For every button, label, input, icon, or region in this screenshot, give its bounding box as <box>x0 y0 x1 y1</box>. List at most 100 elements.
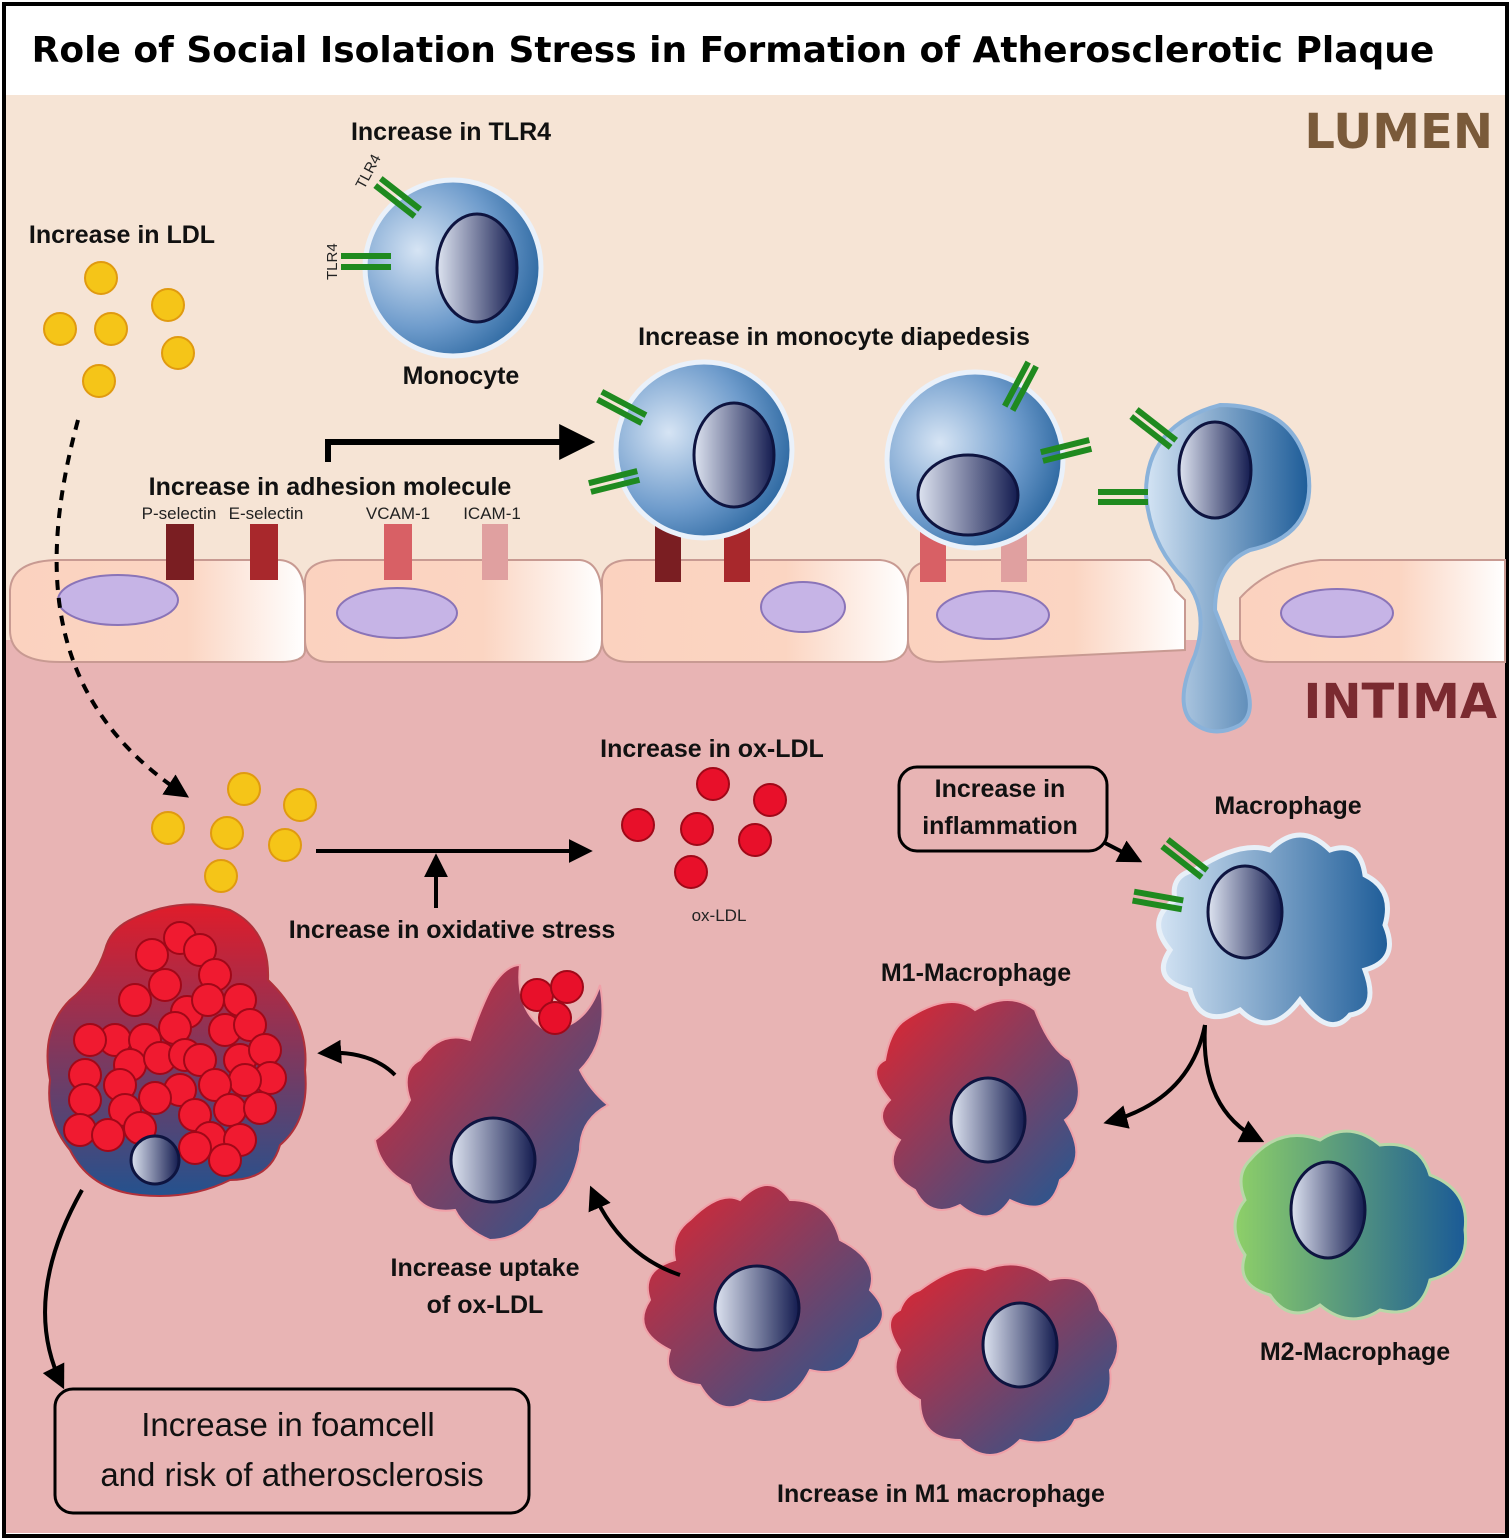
tlr4-receptor <box>1002 360 1039 412</box>
adhesion-label: Increase in adhesion molecule <box>149 473 512 501</box>
macrophage-nucleus <box>1206 864 1284 960</box>
cell-nucleus <box>760 581 846 633</box>
ldl-particle <box>82 364 116 398</box>
m1-macrophage-cell <box>875 999 1080 1218</box>
adhering-monocyte <box>884 360 1093 551</box>
lipid-droplet <box>183 933 217 967</box>
adhesion-to-diapedesis-arrow <box>325 424 596 462</box>
foam-risk-line1: Increase in foamcell <box>141 1406 434 1443</box>
ldl-particle <box>227 772 261 806</box>
cell-nucleus <box>1280 588 1394 638</box>
tlr4-receptor <box>341 264 391 270</box>
tlr4-receptor <box>588 468 641 495</box>
p-selectin-molecule <box>166 524 194 580</box>
lipid-droplet <box>138 1081 172 1115</box>
monocyte-cell <box>341 176 544 359</box>
ox-ldl-particle <box>753 783 787 817</box>
intima-ldl-particles <box>151 772 317 893</box>
lipid-droplet <box>233 1008 267 1042</box>
ox-ldl-label: ox-LDL <box>692 906 747 925</box>
transmigrating-monocyte <box>1098 402 1312 734</box>
monocyte-nucleus <box>435 212 519 324</box>
monocyte-label: Monocyte <box>403 362 520 390</box>
lipid-droplet <box>68 1083 102 1117</box>
increase-ox-ldl-label: Increase in ox-LDL <box>600 735 824 763</box>
e-selectin-molecule <box>250 524 278 580</box>
uptake-arrow <box>588 1185 681 1277</box>
lipid-droplet <box>191 983 225 1017</box>
foam-droplets <box>63 921 287 1177</box>
page-title: Role of Social Isolation Stress in Forma… <box>32 30 1435 71</box>
ldl-migration-arrow <box>54 419 190 798</box>
diapedesis-label: Increase in monocyte diapedesis <box>638 323 1030 351</box>
monocyte-nucleus <box>692 401 776 509</box>
lipid-droplet <box>213 1093 247 1127</box>
adhesion-molecules <box>166 524 1027 582</box>
lipid-droplet <box>148 968 182 1002</box>
ox-ldl-particle <box>738 823 772 857</box>
increase-ldl-label: Increase in LDL <box>29 221 215 249</box>
monocyte-nucleus <box>916 453 1020 537</box>
oxidative-stress-label: Increase in oxidative stress <box>289 916 616 944</box>
m1-increase-label: Increase in M1 macrophage <box>777 1480 1105 1508</box>
m2-macrophage-cell <box>1233 1129 1468 1321</box>
tlr4-receptor <box>1098 499 1148 505</box>
ox-ldl-particle <box>674 855 708 889</box>
ldl-particle <box>151 811 185 845</box>
foam-risk-box <box>53 1387 531 1515</box>
m1-polarization-arrow <box>1103 1024 1207 1129</box>
cell-nucleus <box>336 587 458 639</box>
macrophage-cell <box>1131 832 1392 1027</box>
tlr4-receptor <box>373 176 423 219</box>
lipid-droplet <box>183 1043 217 1077</box>
intima-label: INTIMA <box>1303 674 1497 730</box>
engulfing-macrophage <box>373 963 610 1242</box>
monocyte-nucleus <box>1177 420 1253 520</box>
ldl-particle <box>283 788 317 822</box>
ldl-particle <box>268 828 302 862</box>
ldl-particle <box>43 312 77 346</box>
lipid-droplet <box>243 1091 277 1125</box>
lipid-droplet <box>135 938 169 972</box>
lipid-droplet <box>63 1113 97 1147</box>
tlr4-receptor <box>596 389 648 426</box>
vcam-label: VCAM-1 <box>366 504 430 523</box>
lipid-droplet <box>208 1143 242 1177</box>
ldl-particle <box>94 312 128 346</box>
rolling-monocyte <box>588 359 795 541</box>
ox-ldl-particle <box>550 970 584 1004</box>
m1-macrophage-label: M1-Macrophage <box>881 959 1071 987</box>
p-selectin-label: P-selectin <box>142 504 217 523</box>
uptake-label-line2: of ox-LDL <box>427 1291 544 1319</box>
tlr4-label: TLR4 <box>324 243 341 280</box>
tlr4-receptor <box>1131 888 1184 913</box>
e-selectin-label: E-selectin <box>229 504 304 523</box>
ox-ldl-particle <box>680 812 714 846</box>
tlr4-receptor <box>1040 437 1093 464</box>
macrophage-nucleus <box>1289 1160 1367 1260</box>
ox-ldl-particle <box>621 808 655 842</box>
uptake-label-line1: Increase uptake <box>391 1254 580 1282</box>
endothelial-layer <box>9 559 1506 664</box>
icam-label: ICAM-1 <box>463 504 521 523</box>
ldl-particle <box>204 859 238 893</box>
tlr4-receptor <box>341 253 391 259</box>
lipid-droplet <box>118 983 152 1017</box>
foam-risk-line2: and risk of atherosclerosis <box>100 1456 483 1493</box>
cell-nucleus <box>57 574 179 626</box>
vcam-molecule <box>384 524 412 580</box>
tlr4-receptor <box>1129 407 1179 450</box>
inflammation-arrow <box>1104 840 1143 863</box>
macrophage-nucleus <box>981 1301 1059 1389</box>
ox-ldl-particles <box>621 767 787 889</box>
inflammation-box <box>897 765 1109 853</box>
m1-macrophage-cell <box>889 1263 1119 1456</box>
inflammation-label-line1: Increase in <box>935 775 1066 803</box>
ox-ldl-particle <box>696 767 730 801</box>
icam-molecule <box>482 524 508 580</box>
ldl-particle <box>84 261 118 295</box>
m2-polarization-arrow <box>1202 1024 1265 1143</box>
